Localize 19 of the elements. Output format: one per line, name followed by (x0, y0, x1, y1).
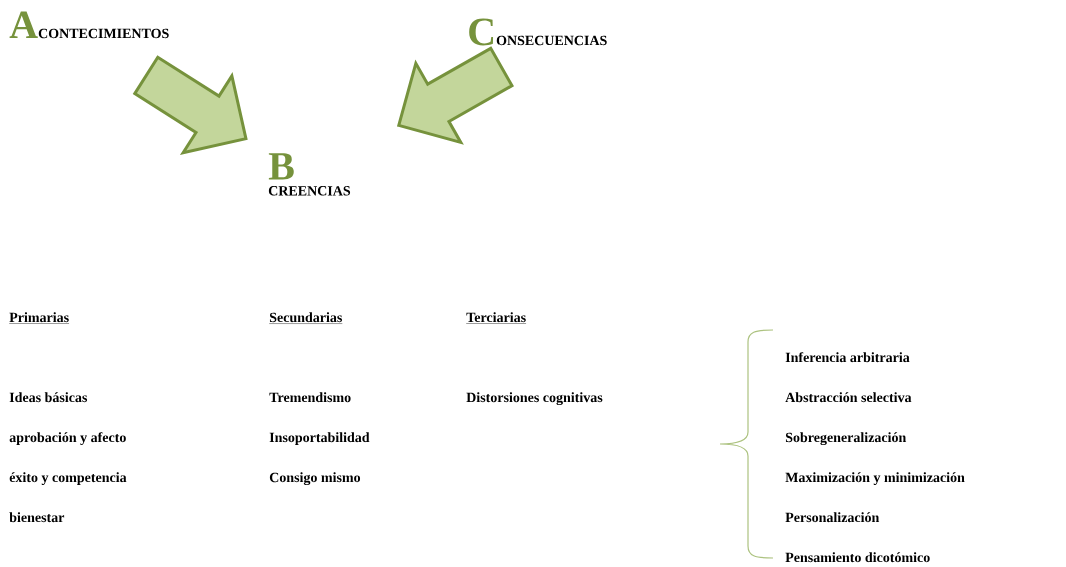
list-item: Tremendismo (269, 392, 351, 403)
list-item: Sobregeneralización (785, 432, 907, 446)
list-item: Distorsiones cognitivas (466, 392, 603, 406)
list-item: Abstracción selectiva (785, 392, 912, 403)
list-item: Pensamiento dicotómico (785, 552, 930, 563)
column-heading: Secundarias (269, 312, 343, 324)
list-item: Consigo mismo (269, 472, 361, 486)
list-item: Maximización y minimización (785, 472, 965, 485)
list-item: Inferencia arbitraria (785, 352, 910, 363)
list-item: Ideas básicas (9, 392, 88, 403)
list-item: Personalización (785, 512, 880, 523)
column-heading: Primarias (9, 312, 70, 324)
list-item: Insoportabilidad (269, 432, 370, 445)
list-item: aprobación y afecto (9, 432, 126, 445)
list-item: éxito y competencia (9, 472, 127, 485)
list-item: bienestar (9, 512, 65, 523)
column-heading: Terciarias (466, 312, 527, 324)
block-arrow (132, 55, 248, 155)
heading-text: B CREENCIAS (268, 153, 351, 196)
